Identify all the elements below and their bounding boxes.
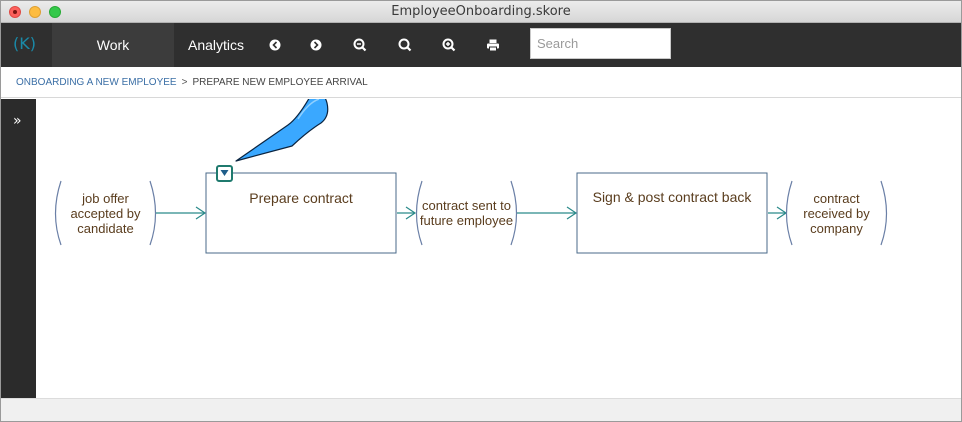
breadcrumb-parent-link[interactable]: ONBOARDING A NEW EMPLOYEE: [16, 77, 177, 88]
expand-panel-icon[interactable]: »: [13, 113, 22, 129]
tab-analytics[interactable]: Analytics: [188, 37, 245, 53]
comment-callout-icon[interactable]: [235, 99, 329, 162]
connector-arrow: [397, 206, 417, 220]
io-node-label: contract sent to future employee: [419, 198, 514, 228]
back-icon: [269, 39, 281, 51]
zoom-in-icon: [442, 38, 456, 52]
process-diagram: [54, 99, 888, 254]
activity-label: Sign & post contract back: [592, 189, 752, 205]
back-button[interactable]: [265, 35, 285, 55]
chevron-down-icon: [220, 170, 229, 176]
io-node-job-offer[interactable]: [54, 180, 157, 246]
zoom-in-button[interactable]: [439, 35, 459, 55]
zoom-out-icon: [353, 38, 367, 52]
print-button[interactable]: [483, 35, 503, 55]
connector-arrow: [517, 206, 578, 220]
skore-logo[interactable]: (K): [13, 34, 36, 53]
minimize-window-button[interactable]: [29, 6, 41, 18]
search-input[interactable]: [530, 28, 671, 59]
activity-label: Prepare contract: [249, 190, 353, 206]
activity-box-prepare-contract[interactable]: [205, 172, 397, 254]
io-node-contract-sent[interactable]: [415, 180, 518, 246]
activity-box-sign-post[interactable]: [576, 172, 768, 254]
tab-work-processes[interactable]: Work processes: [52, 23, 174, 97]
print-icon: [487, 39, 499, 52]
activity-dropdown-toggle[interactable]: [216, 165, 233, 182]
connector-arrow: [156, 206, 207, 220]
zoom-reset-button[interactable]: [395, 35, 415, 55]
maximize-window-button[interactable]: [49, 6, 61, 18]
side-panel: »: [1, 99, 36, 398]
io-node-contract-received[interactable]: [785, 180, 888, 246]
window-title: EmployeeOnboarding.skore: [391, 4, 571, 19]
title-bar: EmployeeOnboarding.skore: [1, 1, 961, 23]
zoom-out-button[interactable]: [350, 35, 370, 55]
status-bar: [1, 398, 961, 421]
forward-button[interactable]: [306, 35, 326, 55]
zoom-reset-icon: [398, 38, 412, 52]
breadcrumb-current: PREPARE NEW EMPLOYEE ARRIVAL: [192, 77, 368, 88]
io-node-label: contract received by company: [803, 190, 870, 236]
connector-arrow: [768, 206, 788, 220]
main-toolbar: (K) Work processes Analytics: [1, 23, 961, 97]
process-canvas[interactable]: job offer accepted by candidate Prepare …: [36, 99, 961, 398]
io-node-label: job offer accepted by candidate: [70, 190, 141, 236]
breadcrumb-separator: >: [181, 77, 188, 88]
forward-icon: [310, 39, 322, 51]
close-window-button[interactable]: [9, 6, 21, 18]
breadcrumb: ONBOARDING A NEW EMPLOYEE > PREPARE NEW EM…: [1, 67, 961, 98]
